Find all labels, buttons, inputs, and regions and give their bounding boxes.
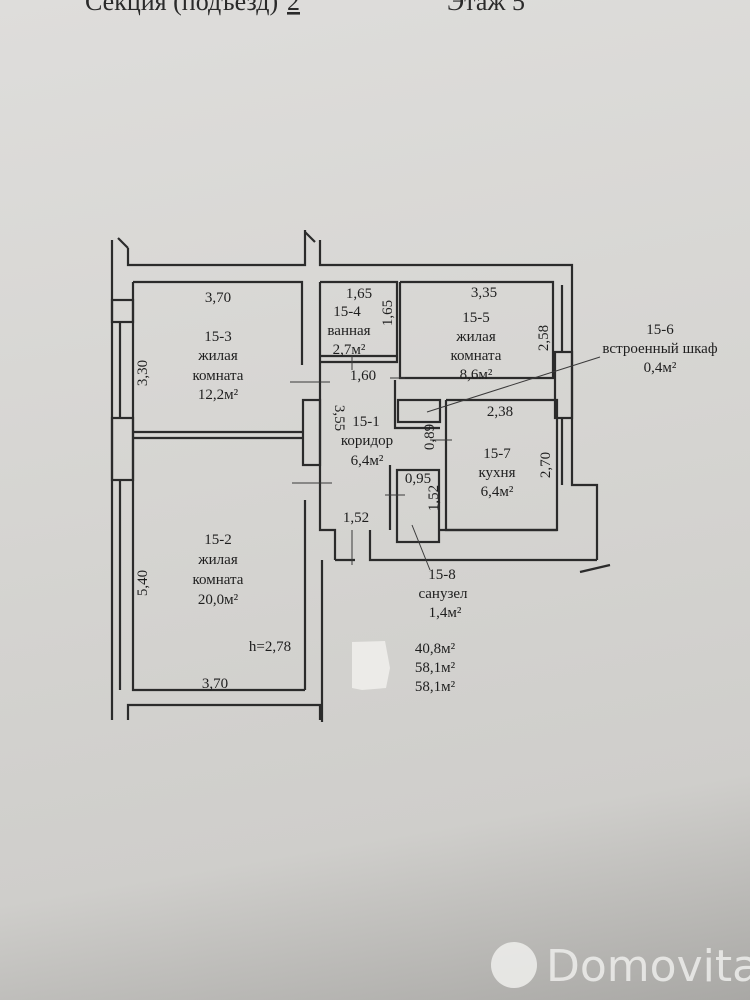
domovita-watermark: Domovita [491, 941, 750, 992]
dim-r2-side: 5,40 [135, 570, 151, 596]
dim-r7-top: 2,38 [487, 404, 513, 420]
header: Секция (подъезд) 2 Этаж 5 [85, 0, 525, 16]
floor-label: Этаж [447, 0, 506, 16]
room-name: комната [193, 572, 244, 588]
room-name: жилая [197, 552, 238, 568]
dim-r6-side: 0,89 [422, 424, 438, 450]
door-marks [117, 231, 611, 574]
room-name: санузел [418, 586, 468, 602]
section-label: Секция (подъезд) [85, 0, 278, 16]
room-name: жилая [455, 329, 496, 345]
room-area: 12,2м² [198, 387, 239, 403]
room-area: 20,0м² [198, 592, 239, 608]
dim-r1-top: 1,60 [350, 368, 376, 384]
total-area: 58,1м² [415, 660, 456, 676]
domovita-logo-icon [491, 942, 537, 988]
room-15-5: 3,35 2,58 15-5 жилая комната 8,6м² [451, 285, 552, 383]
room-id: 15-4 [333, 304, 361, 320]
room-name: ванная [327, 323, 370, 339]
room-15-1: 1,60 3,55 15-1 коридор 6,4м² 1,52 [331, 368, 393, 526]
room-area: 8,6м² [460, 367, 493, 383]
closet-leader-line [426, 356, 601, 413]
room-15-2: 5,40 15-2 жилая комната 20,0м² h=2,78 3,… [135, 532, 291, 692]
room-15-8: 0,95 1,52 15-8 санузел 1,4м² [405, 471, 468, 621]
room-id: 15-8 [428, 567, 456, 583]
room-id: 15-6 [646, 322, 674, 338]
room-area: 0,4м² [644, 360, 677, 376]
room-15-4: 1,65 1,65 15-4 ванная 2,7м² [327, 286, 396, 358]
dim-r4-side: 1,65 [380, 300, 396, 326]
room-15-3: 3,70 3,30 15-3 жилая комната 12,2м² [135, 290, 244, 403]
room-name: комната [193, 368, 244, 384]
room-15-6: 0,89 15-6 встроенный шкаф 0,4м² [422, 322, 718, 450]
dim-r8-side: 1,52 [426, 485, 442, 511]
room-id: 15-1 [352, 414, 380, 430]
room-name: жилая [197, 348, 238, 364]
floor-value: 5 [512, 0, 525, 16]
dim-r3-side: 3,30 [135, 360, 151, 386]
dim-r5-side: 2,58 [536, 325, 552, 351]
room-area: 1,4м² [429, 605, 462, 621]
room-id: 15-3 [204, 329, 232, 345]
dim-r8-top: 0,95 [405, 471, 431, 487]
area-totals: 40,8м² 58,1м² 58,1м² [415, 641, 456, 695]
dim-r1-side: 3,55 [331, 405, 347, 431]
dim-r1-bottom: 1,52 [343, 510, 369, 526]
room-id: 15-7 [483, 446, 511, 462]
room-area: 2,7м² [333, 342, 366, 358]
room-name: встроенный шкаф [602, 341, 717, 357]
watermark-text: Domovita [546, 941, 750, 992]
dim-r5-top: 3,35 [471, 285, 497, 301]
dim-r3-top: 3,70 [205, 290, 231, 306]
room-id: 15-5 [462, 310, 490, 326]
dim-r4-top: 1,65 [346, 286, 372, 302]
room-15-7: 2,38 2,70 15-7 кухня 6,4м² [478, 404, 554, 500]
paper-patch [352, 641, 390, 690]
total-area-with-balcony: 58,1м² [415, 679, 456, 695]
dim-r7-side: 2,70 [538, 452, 554, 478]
room-name: коридор [341, 433, 393, 449]
ceiling-height: h=2,78 [249, 639, 291, 655]
room-area: 6,4м² [481, 484, 514, 500]
dim-r2-bottom: 3,70 [202, 676, 228, 692]
walls [110, 230, 599, 722]
room-area: 6,4м² [351, 453, 384, 469]
room-name: комната [451, 348, 502, 364]
section-value: 2 [287, 0, 300, 16]
total-area-living: 40,8м² [415, 641, 456, 657]
room-id: 15-2 [204, 532, 232, 548]
room-name: кухня [478, 465, 515, 481]
wc-leader-line [411, 524, 431, 571]
